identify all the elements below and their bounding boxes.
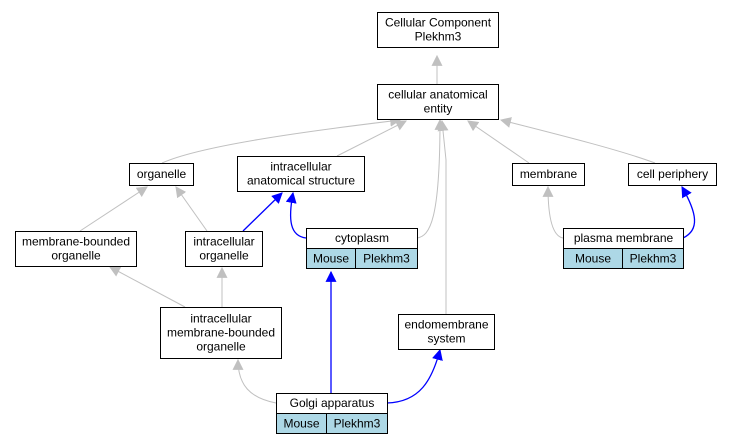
node-label: membrane-bounded [167,326,275,340]
node-endomembrane-system-box [398,314,495,350]
annotation-gene: Plekhm3 [630,252,677,266]
node-label: Golgi apparatus [290,396,375,410]
node-label: membrane-bounded [22,235,130,249]
edge-intracellular-membrane-bounded-organelle-to-membrane-bounded-organelle-is-a [109,266,186,308]
edge-layer [79,54,696,404]
node-label: organelle [199,249,249,263]
node-intracellular-organelle-box [185,231,263,267]
edge-plasma-membrane-to-membrane-is-a [542,185,564,239]
annotation-gene: Plekhm3 [334,417,381,431]
node-cellular-anatomical-entity-box [377,84,499,120]
node-membrane-bounded-organelle-box [15,231,137,267]
edge-golgi-apparatus-to-endomembrane-system-part-of [386,348,443,404]
node-intracellular-membrane-bounded-organelle-box [160,307,282,359]
node-membrane[interactable]: membrane [512,163,585,186]
node-cell-periphery[interactable]: cell periphery [628,163,717,186]
node-label: organelle [51,249,101,263]
node-label: Plekhm3 [415,30,462,44]
node-intracellular-anatomical-structure-box [237,156,365,192]
edge-cell-periphery-to-cellular-anatomical-entity-is-a [499,117,656,164]
edge-cytoplasm-to-intracellular-anatomical-structure-part-of [285,191,307,239]
edge-intracellular-organelle-to-organelle-is-a [175,186,208,232]
node-label: cytoplasm [335,231,389,245]
annotation-gene-cell [326,413,388,434]
node-label: cellular anatomical [388,88,487,102]
edge-membrane-bounded-organelle-to-organelle-is-a [79,186,148,232]
edge-intracellular-anatomical-structure-to-cellular-anatomical-entity-is-a [336,120,407,157]
node-label: intracellular [270,160,331,174]
annotation-species: Mouse [283,417,319,431]
node-label: plasma membrane [574,231,674,245]
annotation-gene-cell [622,248,684,269]
node-label: intracellular [190,312,251,326]
edge-organelle-to-cellular-anatomical-entity-is-a [161,115,402,164]
edge-golgi-apparatus-to-intracellular-membrane-bounded-organelle-is-a [232,358,277,404]
node-label: endomembrane [404,318,488,332]
edge-endomembrane-system-to-cellular-anatomical-entity-is-a [437,119,449,314]
node-organelle-box [129,163,194,186]
edge-plasma-membrane-to-cell-periphery-part-of [681,186,696,239]
node-organelle[interactable]: organelle [129,163,194,186]
node-cellular-component-box [377,12,499,48]
node-cell-periphery-box [628,163,717,186]
edge-membrane-to-cellular-anatomical-entity-is-a [467,120,530,164]
edge-intracellular-organelle-to-intracellular-anatomical-structure-part-of [242,192,283,232]
node-label: anatomical structure [247,174,355,188]
annotation-gene-cell [355,248,418,269]
annotation-gene: Plekhm3 [363,252,410,266]
node-label: organelle [196,340,246,354]
node-label: organelle [137,167,187,181]
node-label: Cellular Component [385,16,492,30]
annotation-species: Mouse [313,252,349,266]
annotation-species: Mouse [575,252,611,266]
node-label: system [427,332,465,346]
node-label: cell periphery [637,167,708,181]
node-membrane-box [512,163,585,186]
node-label: membrane [520,167,578,181]
node-label: entity [424,102,453,116]
node-label: intracellular [193,235,254,249]
edge-cytoplasm-to-cellular-anatomical-entity-is-a [416,118,446,239]
